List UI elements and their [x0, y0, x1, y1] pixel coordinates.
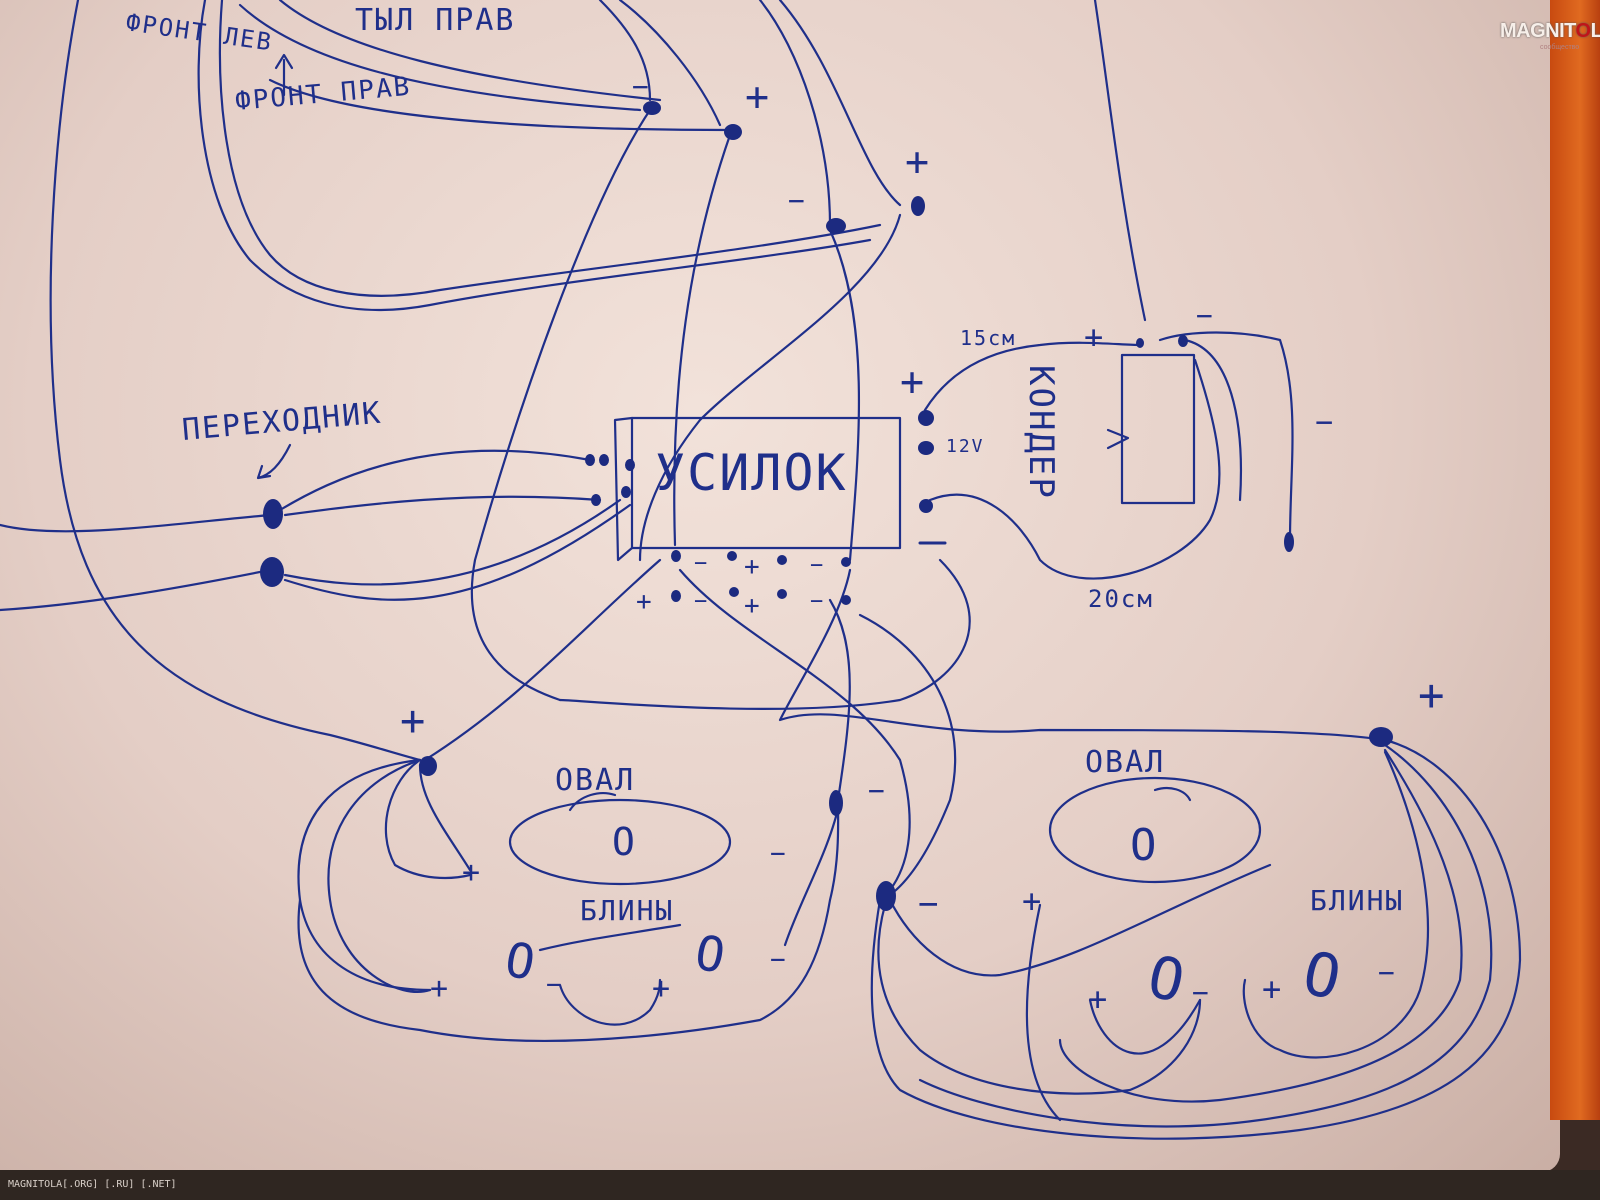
sign-plus: + — [745, 74, 771, 120]
sign-plus: + — [1262, 970, 1283, 1008]
label-20cm: 20см — [1088, 585, 1154, 613]
sign-minus: − — [770, 945, 788, 975]
mark-pancake-left-2: O — [691, 925, 731, 986]
oval-speaker-right — [1048, 776, 1262, 884]
sign-minus: − — [546, 970, 564, 1000]
sign-plus: + — [462, 855, 482, 890]
label-15cm: 15см — [960, 326, 1016, 350]
label-pancakes-left: БЛИНЫ — [580, 894, 674, 927]
sign-minus: − — [1192, 976, 1211, 1009]
front-right-arrow — [274, 53, 294, 97]
sign-minus: − — [810, 589, 825, 614]
sign-plus: + — [430, 971, 450, 1006]
label-amp: УСИЛОК — [655, 444, 848, 502]
sign-plus: + — [744, 552, 762, 582]
polarity-signs: − + + − + + − − + + + + − − − + + + − + … — [400, 70, 1447, 1018]
label-adapter: ПЕРЕХОДНИК — [181, 396, 384, 448]
capacitor-box — [1106, 353, 1196, 505]
label-rear-right: ТЫЛ ПРАВ — [355, 3, 516, 38]
sign-plus: + — [400, 696, 427, 745]
mark-pancake-right-2: O — [1297, 938, 1349, 1014]
oval-left-tick — [568, 792, 617, 812]
mark-pancake-right-1: O — [1142, 942, 1192, 1016]
sign-minus: − — [694, 589, 709, 614]
watermark-subtitle: сообщество — [1540, 44, 1580, 51]
label-pancakes-right: БЛИНЫ — [1310, 884, 1404, 917]
oval-right-tick — [1153, 786, 1192, 802]
watermark-logo: MAGNITOLA — [1500, 20, 1600, 42]
sign-plus: + — [652, 971, 672, 1006]
mark-pancake-left-1: O — [501, 932, 541, 993]
label-oval-right: ОВАЛ — [1085, 745, 1165, 780]
label-capacitor: КОНДЕР — [1021, 365, 1061, 500]
sign-plus: + — [1088, 980, 1109, 1018]
sign-minus: − — [694, 551, 709, 576]
sign-plus: + — [636, 587, 654, 617]
text-labels: ФРОНТ ЛЕВ ТЫЛ ПРАВ ФРОНТ ПРАВ ПЕРЕХОДНИК… — [124, 3, 1404, 1016]
footer-watermark: MAGNITOLA[.ORG] [.RU] [.NET] — [8, 1179, 177, 1190]
junctions — [260, 101, 1393, 911]
sign-minus: − — [632, 70, 651, 103]
desk-edge — [0, 1170, 1600, 1200]
sign-plus: + — [744, 591, 762, 621]
sign-minus: − — [1196, 299, 1215, 332]
sign-plus: + — [1022, 882, 1043, 920]
adapter-arrow — [256, 443, 292, 480]
label-12v: 12V — [946, 436, 985, 457]
sign-minus: − — [868, 774, 887, 807]
oval-speaker-left — [508, 798, 732, 886]
sign-minus: − — [1378, 956, 1397, 989]
mark-oval-right-center: O — [1130, 820, 1159, 871]
sign-minus: − — [788, 184, 807, 217]
sign-minus: − — [1315, 405, 1335, 440]
sign-plus: + — [905, 139, 931, 185]
sign-plus: + — [900, 359, 926, 405]
sign-plus: + — [1418, 670, 1447, 721]
paper-sheet — [0, 0, 1560, 1172]
mark-oval-left-center: O — [612, 820, 637, 864]
sign-minus: − — [918, 884, 940, 924]
sign-plus: + — [1084, 318, 1105, 356]
wires — [0, 0, 1522, 1140]
sign-minus: − — [770, 839, 788, 869]
desk-surface — [1550, 0, 1600, 1120]
amp-box — [613, 416, 902, 562]
label-oval-left: ОВАЛ — [555, 763, 635, 798]
sign-minus: − — [810, 553, 825, 578]
